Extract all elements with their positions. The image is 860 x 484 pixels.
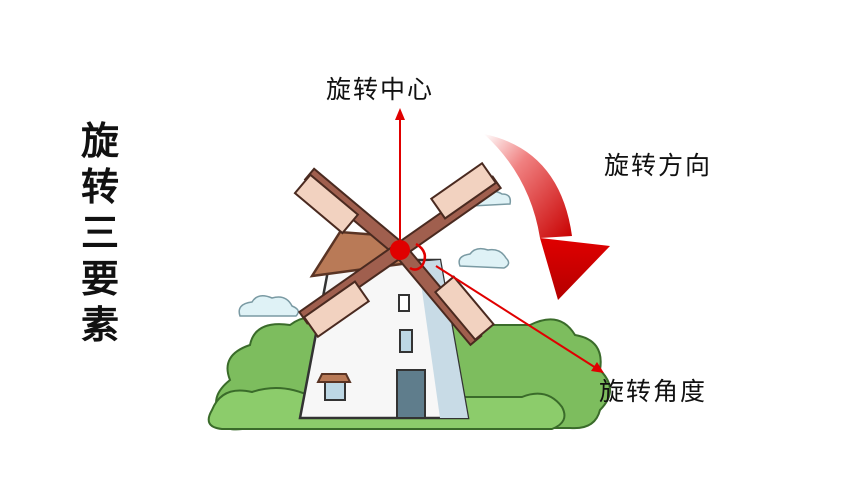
center-pointer-arrowhead	[395, 108, 405, 120]
direction-curved-arrow	[484, 134, 572, 238]
window-top	[398, 294, 410, 312]
title-char: 三	[80, 211, 119, 255]
vertical-title: 旋 转 三 要 素	[72, 118, 128, 348]
direction-arrowhead	[540, 238, 610, 300]
cloud-left	[238, 295, 299, 317]
title-char: 旋	[80, 119, 119, 163]
label-rotation-center: 旋转中心	[326, 75, 435, 104]
angle-arc	[409, 242, 427, 271]
title-char: 要	[80, 257, 119, 301]
window-middle	[399, 329, 413, 353]
windmill-blades	[293, 161, 503, 347]
tower-shadow	[418, 260, 468, 418]
angle-pointer-line	[435, 265, 597, 369]
label-rotation-direction: 旋转方向	[604, 151, 713, 180]
window-awning	[316, 373, 352, 383]
cloud-right	[458, 247, 510, 269]
rotation-center-dot	[390, 240, 410, 260]
label-rotation-angle: 旋转角度	[599, 377, 708, 406]
title-char: 素	[80, 303, 119, 347]
title-char: 转	[80, 165, 119, 209]
angle-pointer-arrowhead	[591, 362, 604, 373]
door	[396, 369, 426, 419]
